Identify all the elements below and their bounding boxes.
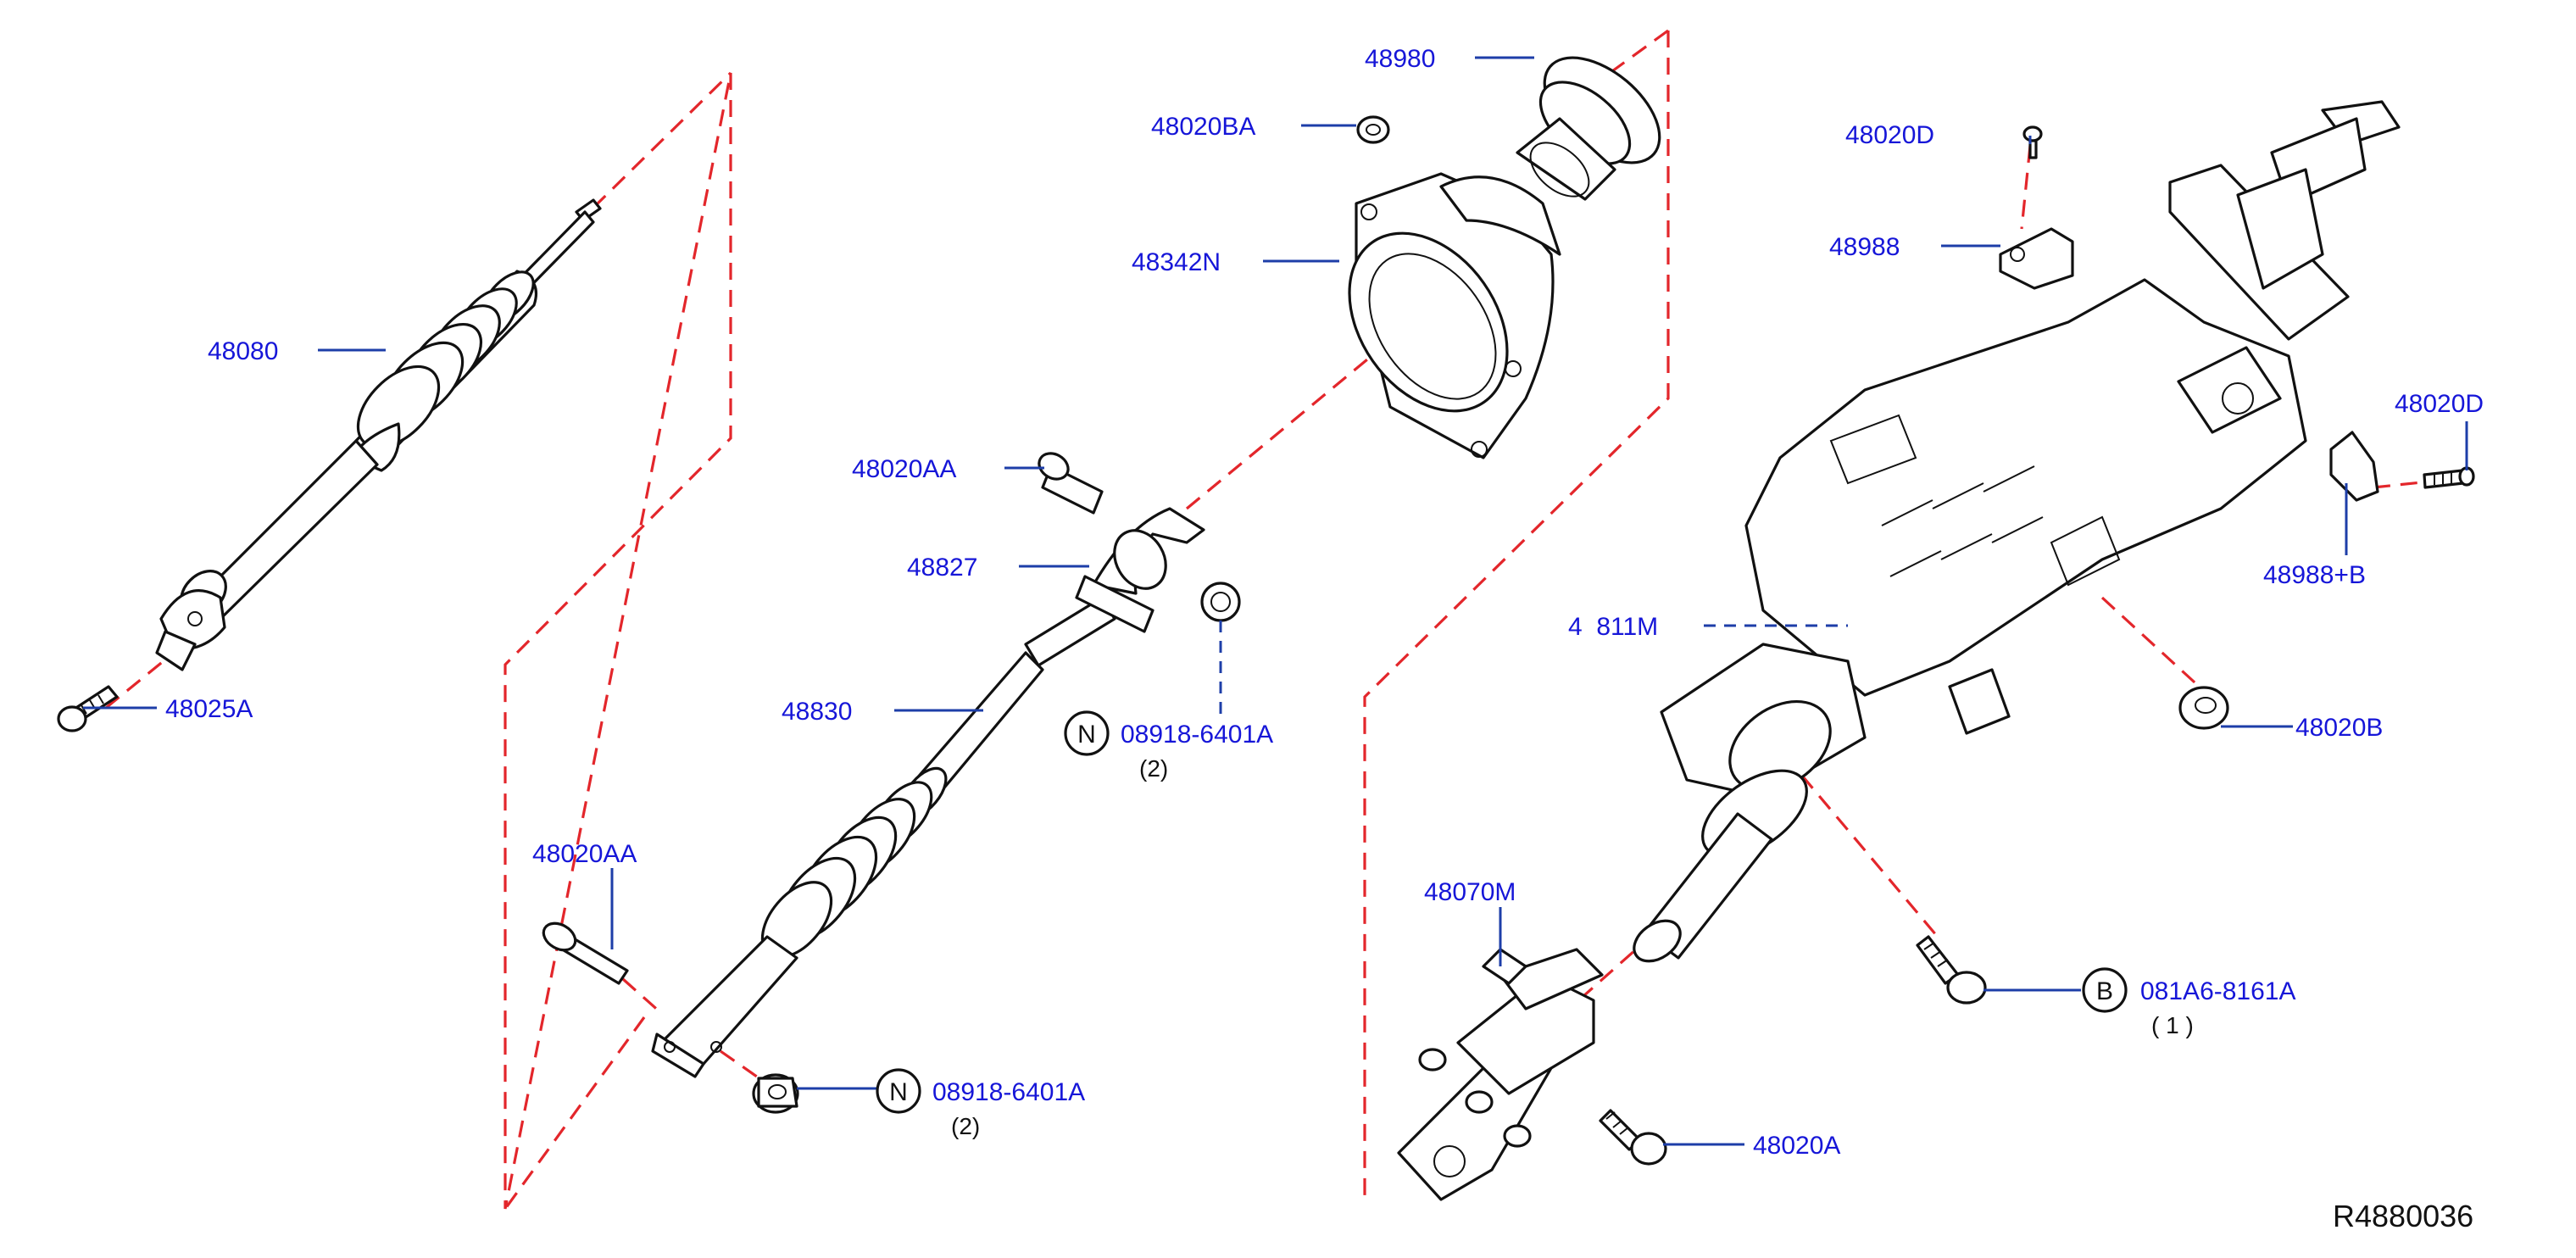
part-48988-bracket (1999, 227, 2074, 290)
dashed-boundaries (104, 29, 2455, 1210)
part-48988B-bracket (2329, 431, 2379, 502)
part-48020BA-nut (1356, 115, 1390, 144)
align-shaft-boot (1185, 346, 1383, 510)
label-48020B: 48020B (2295, 714, 2383, 742)
label-081A6: 081A6-8161A (2140, 977, 2296, 1005)
part-48025A-bolt (57, 685, 119, 732)
label-48020AA-top: 48020AA (852, 455, 956, 483)
qty-08918-top: (2) (1139, 755, 1168, 782)
label-4811M: 4 811M (1568, 613, 1658, 641)
part-48830-lower-shaft (651, 596, 1116, 1078)
part-48070M-u-joint (1397, 948, 1604, 1201)
part-48080-shaft (155, 198, 602, 671)
n-symbol-bottom-circle (876, 1068, 921, 1114)
part-nut-top (1200, 582, 1241, 622)
label-08918-top: 08918-6401A (1121, 721, 1273, 749)
n-symbol-top-circle (1064, 710, 1110, 756)
label-48070M: 48070M (1424, 878, 1516, 906)
part-48980-seal (1516, 56, 1661, 201)
part-4811M-column-assembly (1633, 100, 2401, 963)
part-nut-bottom (752, 1073, 799, 1114)
part-48020AA-top-bolt (1038, 452, 1104, 515)
b-symbol: B (2096, 977, 2113, 1005)
part-48020B-nut (2178, 686, 2229, 730)
label-48025A: 48025A (165, 695, 253, 723)
label-48020D-right: 48020D (2395, 390, 2484, 418)
align-lower-shaft (504, 1016, 646, 1210)
label-48020A: 48020A (1753, 1132, 1840, 1160)
leader-lines (83, 56, 2468, 1146)
label-48827: 48827 (907, 554, 977, 582)
align-48980 (1593, 29, 1669, 86)
boundary-middle (1363, 31, 1670, 1195)
align-48020B (2100, 596, 2206, 693)
label-48988B: 48988+B (2263, 561, 2366, 589)
part-48342N-housing (1348, 172, 1561, 459)
labels: 48980 48020BA 48342N 48080 48020AA 48827… (165, 45, 2484, 1233)
label-48980: 48980 (1365, 45, 1435, 73)
align-081A6 (1783, 753, 1943, 943)
part-48827-clamp (1075, 507, 1205, 633)
align-48025A (104, 651, 175, 710)
label-48020D-top: 48020D (1845, 121, 1934, 149)
n-symbol-bottom: N (889, 1078, 908, 1106)
align-48070M (1558, 948, 1638, 1019)
part-48020D-right-screw (2423, 466, 2475, 489)
align-48020AA-bottom (621, 977, 663, 1015)
label-48080: 48080 (208, 337, 278, 365)
align-48020D-top (2020, 145, 2032, 230)
diagram-reference-code: R4880036 (2333, 1199, 2473, 1233)
part-48020AA-bottom-bolt (542, 921, 629, 985)
label-48830: 48830 (782, 698, 852, 726)
part-48020D-top-screw (2022, 125, 2043, 159)
boundary-left (504, 72, 732, 1210)
label-48988: 48988 (1829, 233, 1900, 261)
part-48020A-bolt (1599, 1109, 1667, 1166)
align-48080-top (592, 71, 732, 209)
label-08918-bottom: 08918-6401A (932, 1078, 1085, 1106)
label-48342N: 48342N (1132, 248, 1221, 276)
qty-08918-bottom: (2) (951, 1113, 980, 1139)
qty-081A6: ( 1 ) (2151, 1012, 2194, 1038)
label-48020AA-bottom: 48020AA (532, 840, 637, 868)
label-48020BA: 48020BA (1151, 113, 1255, 141)
align-nut-bottom (720, 1049, 764, 1083)
b-symbol-circle (2082, 967, 2128, 1013)
part-081A6-bolt (1916, 935, 1987, 1005)
n-symbol-top: N (1077, 721, 1096, 749)
